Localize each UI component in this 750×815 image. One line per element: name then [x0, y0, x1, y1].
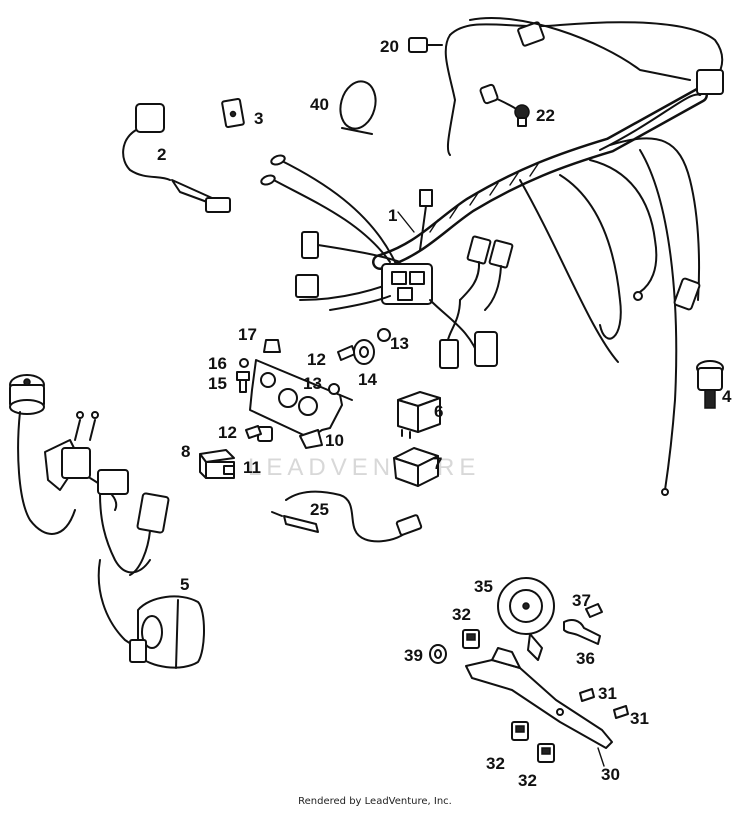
- pickup-sensor[interactable]: [9, 374, 45, 415]
- bolt-31-lower[interactable]: [613, 705, 629, 719]
- callout-37: 37: [572, 591, 591, 610]
- clip-32-upper[interactable]: [462, 629, 480, 649]
- callout-31-lower: 31: [630, 709, 649, 728]
- clip-32-lower-left[interactable]: [511, 721, 529, 741]
- cable-clamp-40[interactable]: [335, 77, 380, 135]
- wiring-harness[interactable]: [260, 17, 724, 496]
- callout-7: 7: [433, 454, 442, 473]
- callout-25: 25: [310, 500, 329, 519]
- callout-32-upper: 32: [452, 605, 471, 624]
- callout-22: 22: [536, 106, 555, 125]
- horn-bracket-30[interactable]: [465, 647, 613, 749]
- callout-39: 39: [404, 646, 423, 665]
- callout-3: 3: [254, 109, 263, 128]
- switch-connector-a[interactable]: [97, 469, 151, 574]
- footer-credit: Rendered by LeadVenture, Inc.: [298, 796, 452, 807]
- sensor-wire: [17, 411, 76, 535]
- ignition-coil-2[interactable]: [122, 103, 231, 213]
- sensor-22[interactable]: [479, 83, 530, 127]
- callout-2: 2: [157, 145, 166, 164]
- callout-15: 15: [208, 374, 227, 393]
- switch-connector-b[interactable]: [129, 492, 170, 576]
- clip-32-lower-right[interactable]: [537, 743, 555, 763]
- callout-4: 4: [722, 387, 732, 406]
- callout-1: 1: [388, 206, 397, 225]
- fastener-17[interactable]: [263, 339, 281, 353]
- relay-box-7[interactable]: [393, 447, 439, 487]
- grommet-14[interactable]: [353, 339, 375, 365]
- part-3-switch[interactable]: [221, 97, 245, 129]
- connector-20[interactable]: [408, 37, 443, 53]
- bolt-12-lower[interactable]: [245, 425, 262, 439]
- bolt-12-upper[interactable]: [337, 345, 356, 361]
- callout-35: 35: [474, 577, 493, 596]
- grommet-39[interactable]: [429, 644, 447, 664]
- relay-6[interactable]: [397, 391, 441, 439]
- callout-12-lower: 12: [218, 423, 237, 442]
- screw-15[interactable]: [236, 371, 250, 393]
- callout-12-upper: 12: [307, 350, 326, 369]
- handlebar-switch-5[interactable]: [129, 595, 205, 669]
- callout-17: 17: [238, 325, 257, 344]
- left-connector-block[interactable]: [44, 411, 118, 511]
- bracket-10[interactable]: [249, 359, 353, 449]
- callout-13-upper: 13: [390, 334, 409, 353]
- callout-6: 6: [434, 402, 443, 421]
- fuse-box-8[interactable]: [199, 449, 235, 479]
- callout-14: 14: [358, 370, 377, 389]
- nut-13-lower[interactable]: [328, 383, 340, 395]
- sensor-cable-25[interactable]: [271, 490, 423, 543]
- bolt-31-upper[interactable]: [579, 688, 595, 702]
- nut-13-upper[interactable]: [377, 328, 391, 342]
- callout-8: 8: [181, 442, 190, 461]
- callout-40: 40: [310, 95, 329, 114]
- leader-line-30: [597, 747, 605, 767]
- sensor-4[interactable]: [696, 360, 724, 409]
- callout-32-lower-right: 32: [518, 771, 537, 790]
- leader-line-1: [397, 211, 415, 233]
- bracket-36[interactable]: [563, 619, 601, 645]
- callout-10: 10: [325, 431, 344, 450]
- callout-11: 11: [243, 458, 261, 477]
- callout-36: 36: [576, 649, 595, 668]
- callout-5: 5: [180, 575, 189, 594]
- bolt-37[interactable]: [585, 603, 603, 618]
- callout-32-lower-left: 32: [486, 754, 505, 773]
- callout-16: 16: [208, 354, 227, 373]
- horn-35[interactable]: [497, 577, 555, 661]
- washer-16[interactable]: [239, 358, 249, 368]
- switch-wire: [97, 559, 141, 651]
- watermark-text: LEADVENTURE: [248, 454, 480, 481]
- callout-20: 20: [380, 37, 399, 56]
- callout-30: 30: [601, 765, 620, 784]
- callout-13-lower: 13: [303, 374, 322, 393]
- callout-31-upper: 31: [598, 684, 617, 703]
